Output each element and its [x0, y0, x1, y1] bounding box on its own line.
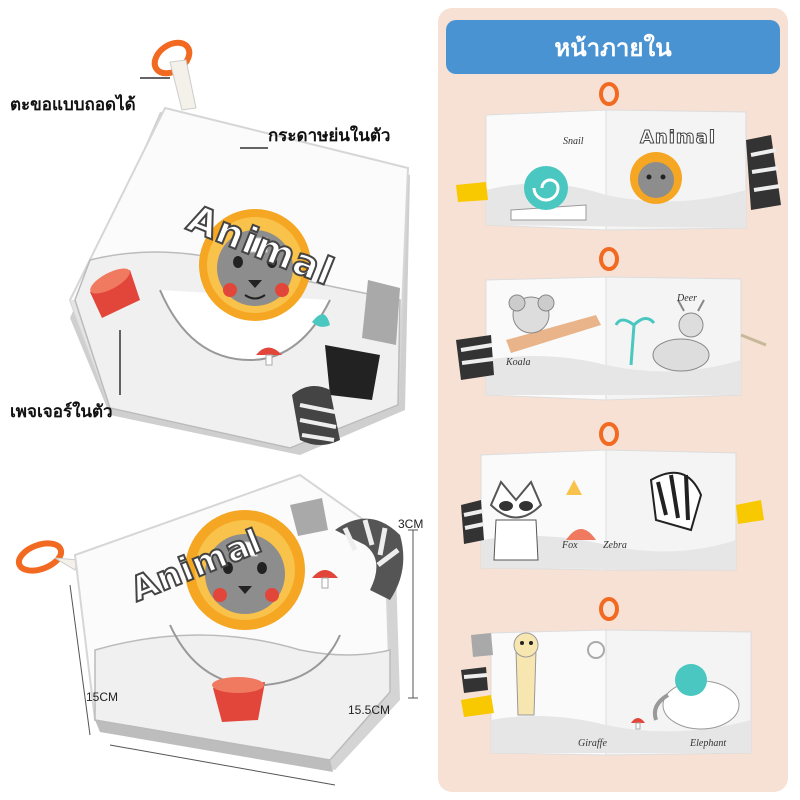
inside-spread-3 — [461, 422, 764, 571]
giraffe-icon — [513, 632, 539, 716]
yellow-tag-tab — [456, 182, 488, 202]
deer-icon — [652, 299, 710, 372]
leaf-icon — [312, 314, 330, 327]
spread-1-left-label: Snail — [563, 136, 584, 147]
tree-icon — [566, 480, 582, 495]
grey-teether-tab — [362, 280, 400, 345]
mushroom-icon — [256, 347, 282, 366]
grey-teether-tab — [290, 498, 328, 536]
spread-1-right-title: Animal — [640, 127, 716, 149]
orange-ring-hook-icon — [599, 597, 619, 621]
zebra-tail-tab — [461, 667, 488, 693]
yellow-tag-tab — [461, 695, 494, 717]
yellow-tag-tab — [736, 500, 764, 524]
spread-3-right-label: Zebra — [603, 540, 627, 551]
zebra-icon — [649, 471, 703, 532]
fox-icon — [489, 480, 543, 561]
callout-crinkle-paper: กระดาษย่นในตัว — [268, 126, 391, 146]
dimension-thickness: 3CM — [398, 517, 424, 531]
callout-built-in-teether: เพจเจอร์ในตัว — [10, 402, 113, 422]
zebra-tail-tab — [461, 500, 485, 544]
book-photo-top — [68, 39, 410, 455]
palm-tree-icon — [614, 317, 656, 366]
spread-4-right-label: Elephant — [690, 738, 727, 749]
tree-stump-icon — [90, 268, 140, 318]
lion-face-icon — [199, 209, 311, 321]
koala-icon — [506, 294, 601, 353]
inside-spread-1 — [456, 82, 781, 231]
book-photo-bottom — [15, 473, 418, 786]
mushroom-icon — [631, 718, 645, 730]
spread-4-left-label: Giraffe — [578, 738, 607, 749]
spread-3-left-label: Fox — [562, 540, 578, 551]
snail-icon — [510, 166, 587, 221]
raccoon-tail-tab — [335, 518, 404, 600]
tag-string-tab — [740, 333, 767, 347]
lion-face-icon — [185, 510, 305, 630]
spread-2-right-label: Deer — [677, 293, 697, 304]
callout-detachable-hook: ตะขอแบบถอดได้ — [10, 95, 136, 115]
inside-spread-2 — [456, 247, 767, 401]
lion-face-icon — [630, 152, 682, 204]
zebra-tail-tab — [746, 135, 781, 210]
mushroom-icon — [312, 570, 338, 589]
orange-ring-hook-icon — [599, 247, 619, 271]
zebra-tail-tab — [456, 335, 494, 380]
inside-pages-heading: หน้าภายใน — [446, 20, 780, 74]
dimension-width: 15CM — [86, 690, 119, 704]
tree-stump-icon — [212, 677, 265, 722]
grey-teether-tab — [471, 633, 493, 657]
arch-icon — [566, 529, 596, 540]
orange-ring-hook-icon — [599, 82, 619, 106]
zebra-tail-tab — [292, 345, 380, 445]
dimension-length: 15.5CM — [348, 703, 391, 717]
elephant-icon — [652, 664, 740, 730]
sun-icon — [587, 641, 605, 659]
spread-2-left-label: Koala — [506, 357, 531, 368]
orange-ring-hook-icon — [599, 422, 619, 446]
orange-ring-hook-icon — [15, 540, 65, 574]
inside-spread-4 — [461, 597, 752, 756]
